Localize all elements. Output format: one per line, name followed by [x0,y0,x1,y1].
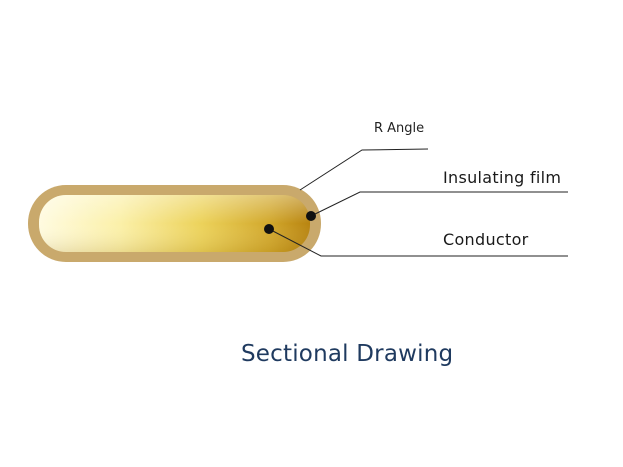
conductor-shading [39,195,310,252]
insulating-film-marker [306,211,316,221]
conductor-marker [264,224,274,234]
conductor-leader-line [268,228,568,257]
insulating-film-label: Insulating film [443,168,562,187]
insulating-film-leader-line [310,191,568,217]
conductor-label: Conductor [443,230,529,249]
r-angle-label: R Angle [374,121,425,136]
r-angle-leader-line [299,148,429,191]
diagram-title: Sectional Drawing [241,341,454,367]
